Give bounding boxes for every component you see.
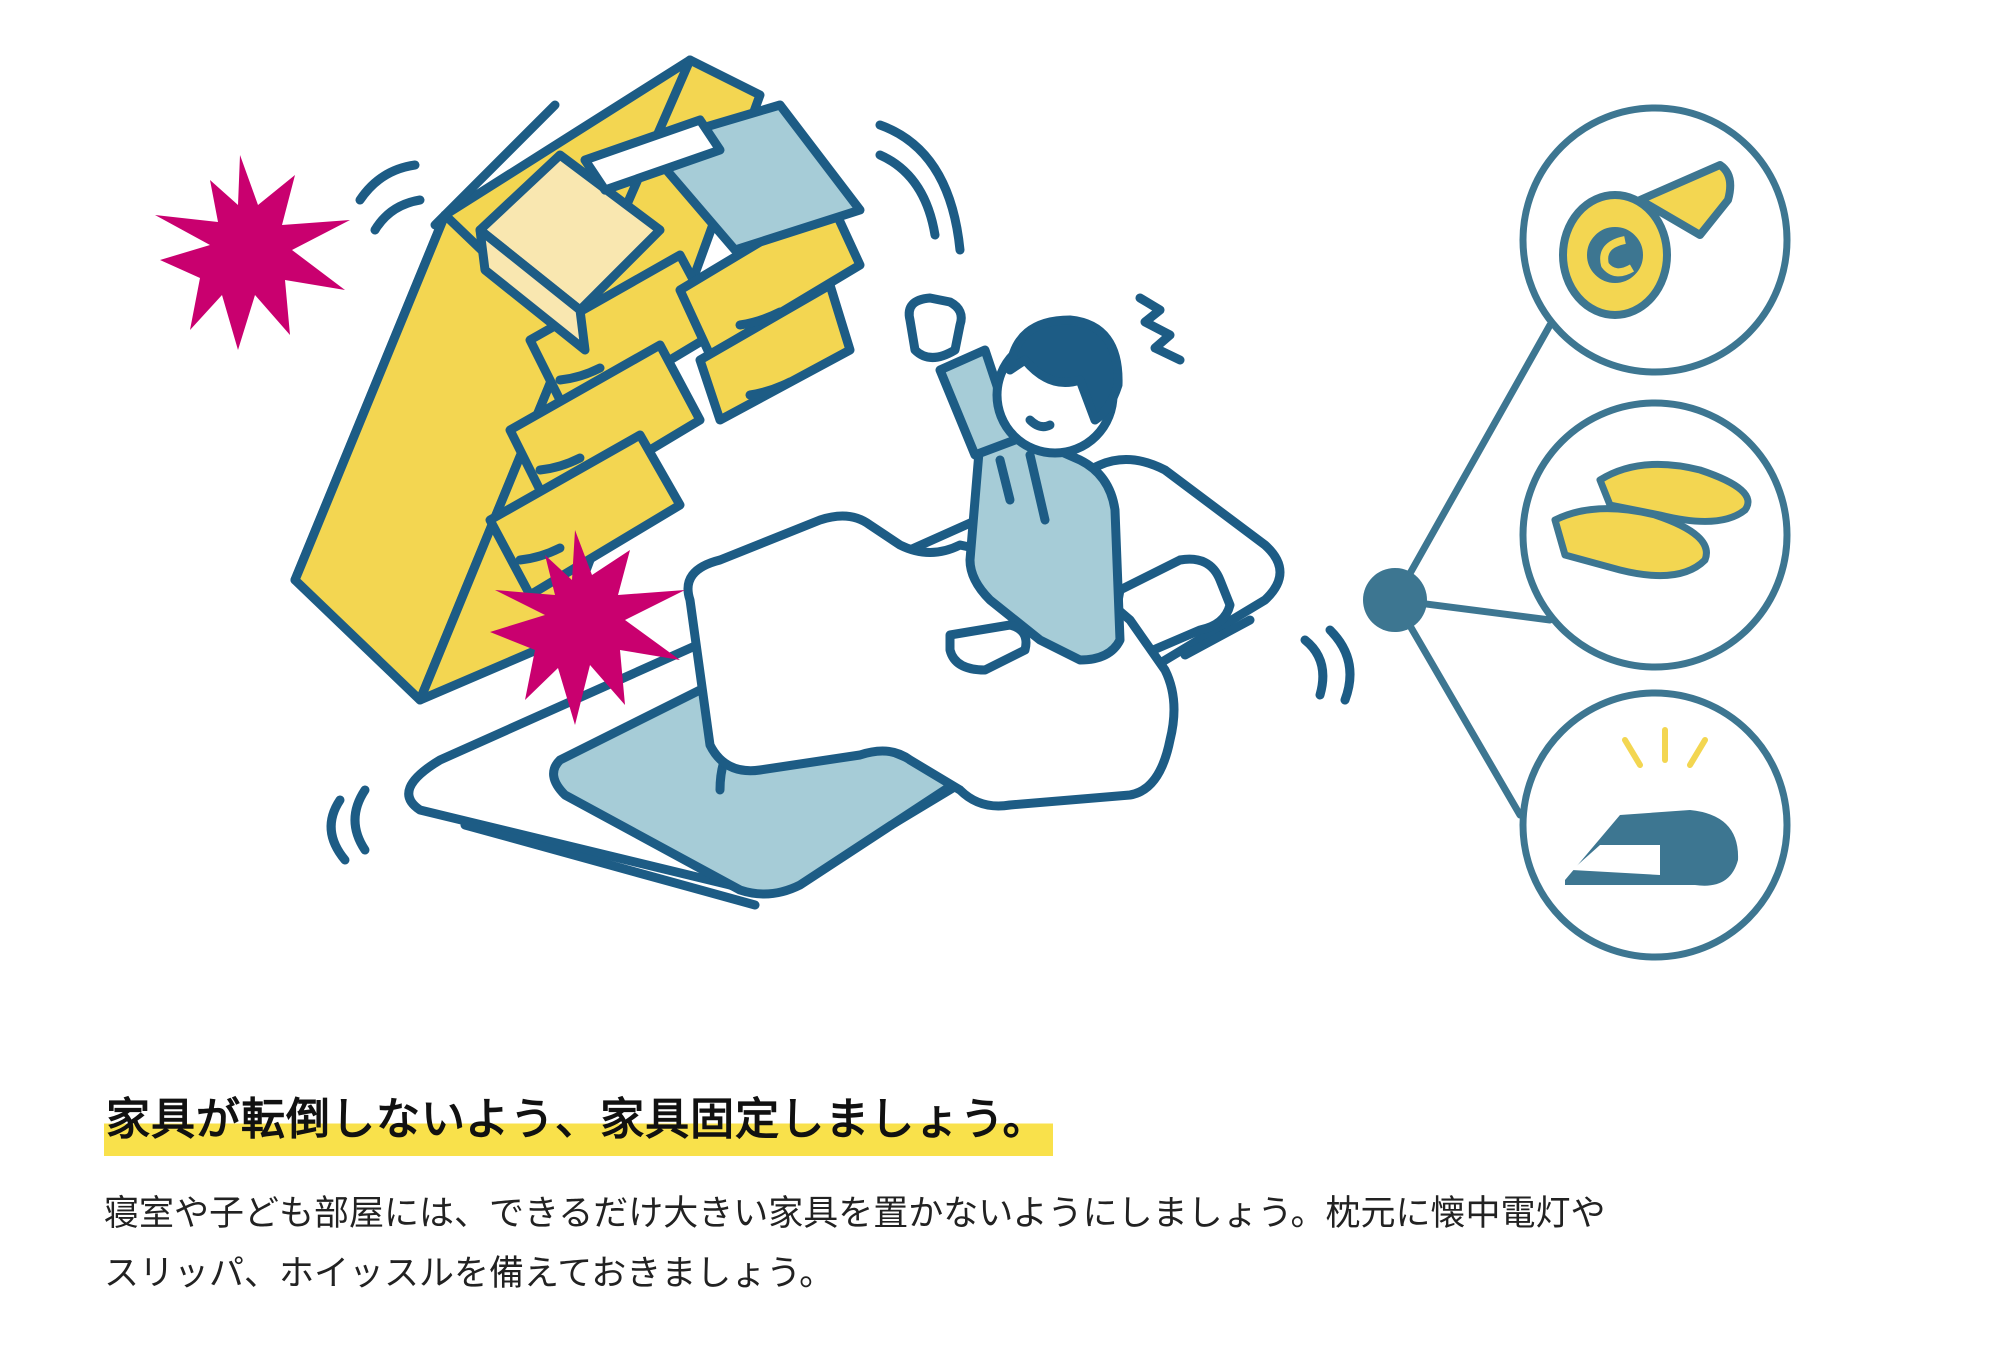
slippers-icon xyxy=(1551,460,1752,580)
impact-burst-top xyxy=(155,155,350,350)
headline: 家具が転倒しないよう、家具固定しましょう。 xyxy=(104,1084,1054,1156)
flashlight-icon xyxy=(1559,161,1735,319)
falling-chest xyxy=(290,55,865,705)
whistle-icon xyxy=(1565,727,1739,886)
impact-burst-bottom xyxy=(490,530,685,725)
earthquake-illustration xyxy=(155,55,1791,961)
connector-node xyxy=(1363,568,1427,632)
body-line-2: スリッパ、ホイッスルを備えておきましょう。 xyxy=(104,1254,835,1294)
headline-wrap: 家具が転倒しないよう、家具固定しましょう。 xyxy=(104,1084,1054,1156)
body-text: 寝室や子ども部屋には、できるだけ大きい家具を置かないようにしましょう。枕元に懐中… xyxy=(104,1184,1904,1304)
body-line-1: 寝室や子ども部屋には、できるだけ大きい家具を置かないようにしましょう。枕元に懐中… xyxy=(104,1194,1606,1234)
person xyxy=(904,293,1125,675)
